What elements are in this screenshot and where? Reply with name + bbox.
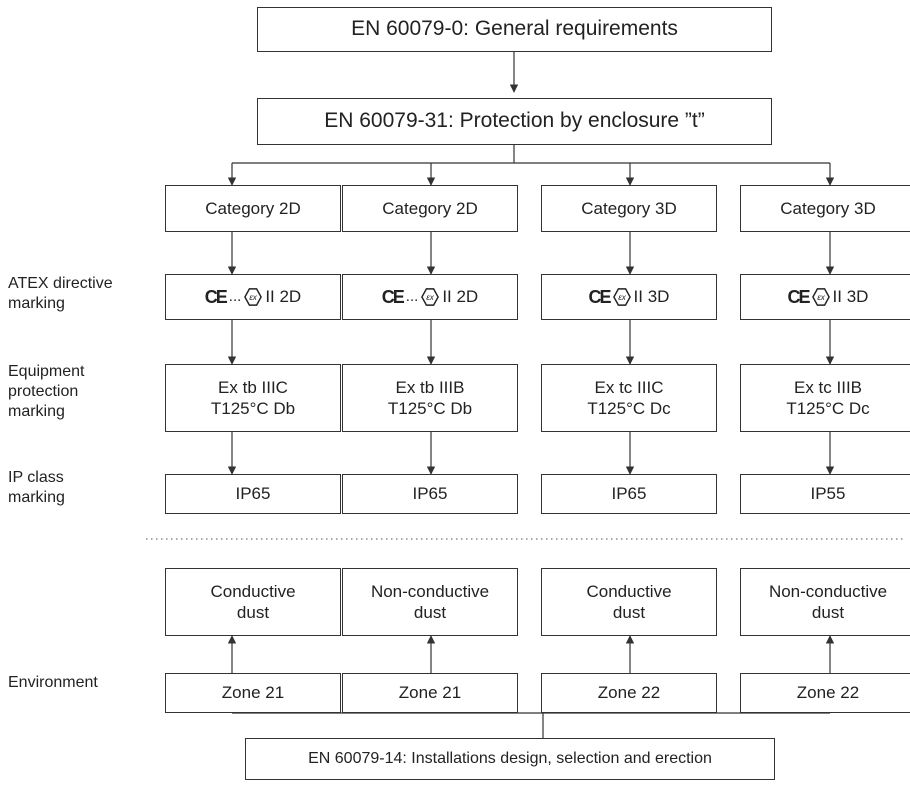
atex-marking-text: II 2D xyxy=(265,287,302,307)
equipment-protection-box: Ex tb IIIC T125°C Db xyxy=(165,364,341,432)
category-label: Category 2D xyxy=(205,198,301,218)
equipment-protection-line: Ex tc IIIC xyxy=(594,377,664,397)
ip-row-label: IP class marking xyxy=(8,469,65,506)
equipment-row-label: Equipment protection marking xyxy=(8,363,85,420)
ex-hexagon-icon: εx xyxy=(244,288,263,306)
ex-hexagon-icon: εx xyxy=(811,288,830,306)
svg-text:εx: εx xyxy=(250,293,259,302)
protection-by-enclosure-box: EN 60079-31: Protection by enclosure ”t” xyxy=(257,98,772,145)
svg-text:εx: εx xyxy=(618,293,627,302)
dust-type-line: dust xyxy=(413,603,447,622)
category-label: Category 3D xyxy=(780,198,876,218)
atex-marking-box: CE εx II 3D xyxy=(740,274,910,320)
installations-design-box: EN 60079-14: Installations design, selec… xyxy=(245,738,775,780)
dust-type-line: Conductive xyxy=(210,581,296,601)
equipment-protection-box: Ex tb IIIB T125°C Db xyxy=(342,364,518,432)
zone-box: Zone 22 xyxy=(541,673,717,713)
ip-class-label: IP65 xyxy=(611,484,647,504)
dust-type-box: Non-conductive dust xyxy=(342,568,518,636)
zone-label: Zone 21 xyxy=(398,683,462,703)
svg-text:εx: εx xyxy=(817,293,826,302)
zone-label: Zone 22 xyxy=(597,683,661,703)
protection-by-enclosure-label: EN 60079-31: Protection by enclosure ”t” xyxy=(324,109,705,133)
ip-class-label: IP55 xyxy=(810,484,846,504)
category-box: Category 3D xyxy=(541,185,717,232)
marking-ellipsis: ... xyxy=(405,287,419,305)
atex-marking-box: CE... εx II 2D xyxy=(342,274,518,320)
zone-box: Zone 22 xyxy=(740,673,910,713)
dust-type-line: dust xyxy=(236,603,270,622)
dust-type-line: Non-conductive xyxy=(370,581,490,601)
ex-hexagon-icon: εx xyxy=(421,288,440,306)
ce-mark-icon: CE xyxy=(787,286,811,307)
atex-marking-box: CE εx II 3D xyxy=(541,274,717,320)
category-box: Category 2D xyxy=(342,185,518,232)
zone-label: Zone 21 xyxy=(221,683,285,703)
dust-type-line: dust xyxy=(612,603,646,622)
dust-type-line: dust xyxy=(811,603,845,622)
zone-box: Zone 21 xyxy=(165,673,341,713)
equipment-protection-box: Ex tc IIIB T125°C Dc xyxy=(740,364,910,432)
ip-class-box: IP65 xyxy=(541,474,717,514)
equipment-protection-line: T125°C Dc xyxy=(587,399,671,418)
zone-label: Zone 22 xyxy=(796,683,860,703)
atex-marking-text: II 3D xyxy=(832,287,869,307)
dust-type-box: Conductive dust xyxy=(541,568,717,636)
dust-type-line: Non-conductive xyxy=(768,581,888,601)
equipment-protection-line: Ex tb IIIC xyxy=(218,377,288,397)
ip-class-box: IP65 xyxy=(165,474,341,514)
environment-row-label: Environment xyxy=(8,674,98,691)
category-box: Category 3D xyxy=(740,185,910,232)
dust-type-line: Conductive xyxy=(586,581,672,601)
equipment-protection-line: Ex tb IIIB xyxy=(395,377,465,397)
atex-marking-box: CE... εx II 2D xyxy=(165,274,341,320)
equipment-protection-line: Ex tc IIIB xyxy=(793,377,863,397)
equipment-protection-line: T125°C Db xyxy=(387,399,473,418)
equipment-protection-line: T125°C Dc xyxy=(786,399,870,418)
atex-row-label: ATEX directive marking xyxy=(8,275,113,312)
ip-class-box: IP65 xyxy=(342,474,518,514)
ip-class-label: IP65 xyxy=(412,484,448,504)
category-box: Category 2D xyxy=(165,185,341,232)
equipment-protection-box: Ex tc IIIC T125°C Dc xyxy=(541,364,717,432)
ce-mark-icon: CE xyxy=(204,286,228,307)
marking-ellipsis: ... xyxy=(228,287,242,305)
ip-class-label: IP65 xyxy=(235,484,271,504)
dust-type-box: Conductive dust xyxy=(165,568,341,636)
atex-marking-text: II 2D xyxy=(442,287,479,307)
ip-class-box: IP55 xyxy=(740,474,910,514)
svg-text:εx: εx xyxy=(427,293,436,302)
installations-design-label: EN 60079-14: Installations design, selec… xyxy=(308,750,712,767)
ex-hexagon-icon: εx xyxy=(612,288,631,306)
category-label: Category 2D xyxy=(382,198,478,218)
category-label: Category 3D xyxy=(581,198,677,218)
general-requirements-box: EN 60079-0: General requirements xyxy=(257,7,772,52)
zone-box: Zone 21 xyxy=(342,673,518,713)
equipment-protection-line: T125°C Db xyxy=(210,399,296,418)
ce-mark-icon: CE xyxy=(381,286,405,307)
ce-mark-icon: CE xyxy=(588,286,612,307)
atex-marking-text: II 3D xyxy=(633,287,670,307)
general-requirements-label: EN 60079-0: General requirements xyxy=(351,17,678,41)
dust-type-box: Non-conductive dust xyxy=(740,568,910,636)
